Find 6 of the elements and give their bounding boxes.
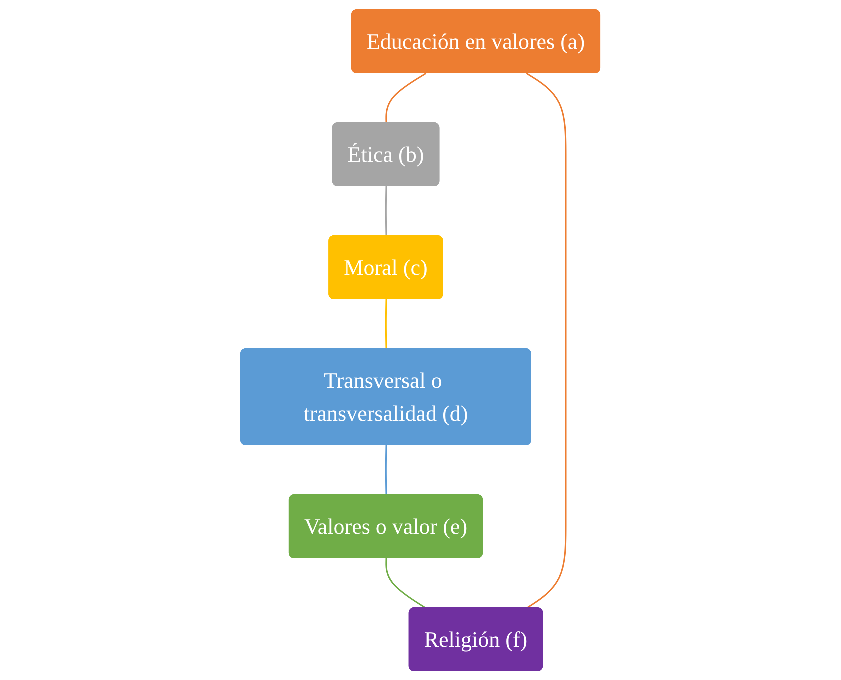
connector <box>526 72 567 609</box>
connector <box>385 186 388 236</box>
connector <box>385 444 388 496</box>
connector <box>386 72 427 124</box>
connector <box>385 298 388 350</box>
connector <box>386 558 427 609</box>
